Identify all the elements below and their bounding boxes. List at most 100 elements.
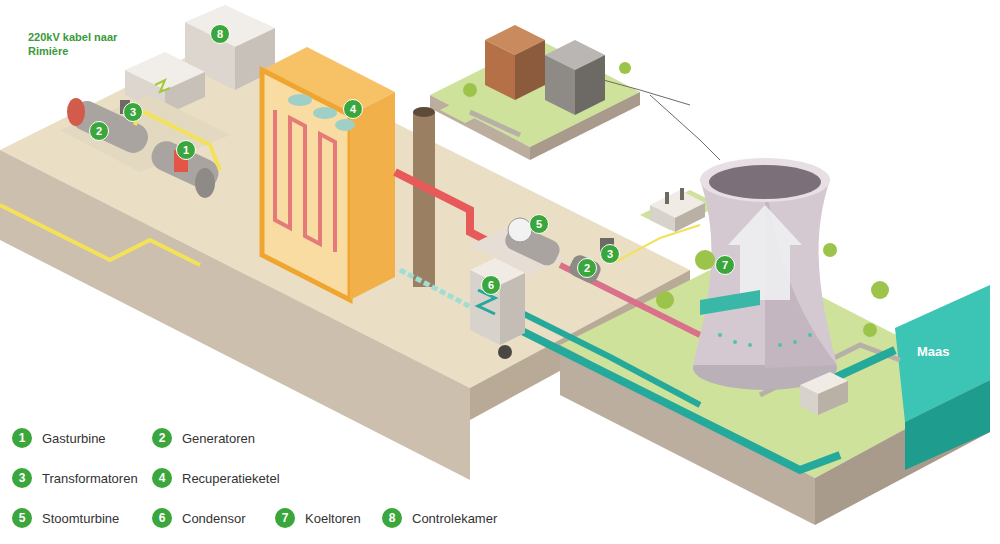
- legend-text: Recuperatieketel: [182, 471, 280, 486]
- legend-swatch: 8: [382, 508, 402, 528]
- recovery-boiler-part: [288, 94, 312, 106]
- cooling-tower-part-part: [808, 333, 812, 337]
- trees-part: [656, 291, 674, 309]
- houses-part: [545, 55, 575, 115]
- cooling-tower-part-part: [718, 333, 722, 337]
- transformer-station-part: [650, 205, 675, 232]
- callout-circle: 3: [600, 244, 620, 264]
- callout-circle: 6: [481, 275, 501, 295]
- legend-row: 2 Generatoren: [152, 428, 255, 448]
- cooling-tower-part: [700, 290, 760, 315]
- legend-swatch: 4: [152, 468, 172, 488]
- legend-swatch: 5: [12, 508, 32, 528]
- recovery-boiler-part: [275, 110, 335, 252]
- legend-number: 6: [159, 511, 166, 525]
- legend-text: Koeltoren: [305, 511, 361, 526]
- legend-swatch: 6: [152, 508, 172, 528]
- ground-slabs-part: [905, 380, 990, 470]
- callout-number: 3: [607, 248, 613, 260]
- callout-circle: 4: [343, 99, 363, 119]
- cooling-tower: [693, 158, 837, 390]
- callout-number: 3: [130, 106, 136, 118]
- steam-pipes-part: [830, 350, 895, 380]
- chimney: [413, 107, 435, 287]
- legend-text: Stoomturbine: [42, 511, 119, 526]
- legend-swatch: 7: [275, 508, 295, 528]
- transformer-station-part: [675, 203, 705, 232]
- river-name: Maas: [917, 344, 950, 359]
- cooling-tower-part-part: [778, 343, 782, 347]
- condenser-part: [470, 270, 500, 345]
- legend-row: 5 Stoomturbine: [12, 508, 119, 528]
- callout-circle: 8: [210, 24, 230, 44]
- steam-pipes: [395, 172, 895, 470]
- legend-number: 1: [19, 431, 26, 445]
- legend-text: Generatoren: [182, 431, 255, 446]
- callout-number: 8: [217, 28, 223, 40]
- legend-text: Transformatoren: [42, 471, 138, 486]
- callout-number: 1: [183, 144, 189, 156]
- power-cables-part: [650, 95, 720, 160]
- trees-part: [695, 250, 715, 270]
- legend-row: 4 Recuperatieketel: [152, 468, 280, 488]
- cooling-tower-part-part: [748, 343, 752, 347]
- legend-row: 8Controlekamer: [382, 508, 497, 528]
- houses-part: [515, 40, 545, 100]
- power-cables-part: [0, 205, 200, 265]
- steam-turbine-part: [567, 253, 603, 286]
- power-cables-part: [615, 225, 700, 262]
- houses-part: [575, 55, 605, 115]
- cooling-tower-part: [728, 205, 802, 300]
- trees: [463, 62, 889, 337]
- grey-paths-part: [470, 112, 520, 135]
- chimney-part: [413, 107, 435, 117]
- condenser-part: [500, 273, 525, 345]
- pump-house-part: [800, 385, 818, 415]
- cooling-tower-part-part: [733, 340, 737, 344]
- gas-turbine-hall-part: [67, 98, 85, 126]
- legend-number: 7: [282, 511, 289, 525]
- legend-swatch: 2: [152, 428, 172, 448]
- callout-circle: 3: [123, 102, 143, 122]
- trees-part: [463, 83, 477, 97]
- pump-house: [800, 372, 848, 415]
- legend-number: 2: [159, 431, 166, 445]
- legend-swatch: 1: [12, 428, 32, 448]
- chimney-part: [413, 112, 435, 287]
- houses: [485, 25, 605, 115]
- cooling-tower-part-part: [793, 340, 797, 344]
- callout-circle: 5: [529, 214, 549, 234]
- transformer-station-part: [680, 188, 684, 200]
- cooling-tower-part: [700, 158, 830, 202]
- legend-number: 5: [19, 511, 26, 525]
- callout-number: 2: [96, 125, 102, 137]
- grey-paths: [470, 112, 900, 395]
- steam-pipes-part: [520, 312, 700, 405]
- cooling-tower-part: [718, 333, 812, 347]
- legend-number: 4: [159, 471, 166, 485]
- houses-part: [485, 40, 515, 100]
- recovery-boiler-part: [262, 70, 350, 300]
- transformer-station-part: [665, 192, 669, 204]
- gas-turbine-hall-part: [155, 80, 170, 92]
- callout-number: 4: [350, 103, 356, 115]
- legend-row: 1Gasturbine: [12, 428, 106, 448]
- recovery-boiler-part: [335, 119, 355, 131]
- steam-pipes-part: [400, 270, 480, 312]
- trees-part: [619, 62, 631, 74]
- transformer-station: [650, 188, 705, 232]
- gas-turbine-hall-part: [67, 97, 152, 158]
- recovery-boiler-part: [313, 107, 337, 119]
- ground-slabs-part: [430, 95, 530, 160]
- cooling-tower-part: [709, 165, 821, 199]
- legend-number: 3: [19, 471, 26, 485]
- ground-slabs: [0, 38, 990, 525]
- gas-turbine-hall-part: [195, 168, 215, 198]
- trees-part: [863, 323, 877, 337]
- ground-slabs-part: [430, 40, 640, 147]
- callout-number: 5: [536, 218, 542, 230]
- trees-part: [871, 281, 889, 299]
- legend-number: 8: [389, 511, 396, 525]
- legend-row: 6Condensor: [152, 508, 246, 528]
